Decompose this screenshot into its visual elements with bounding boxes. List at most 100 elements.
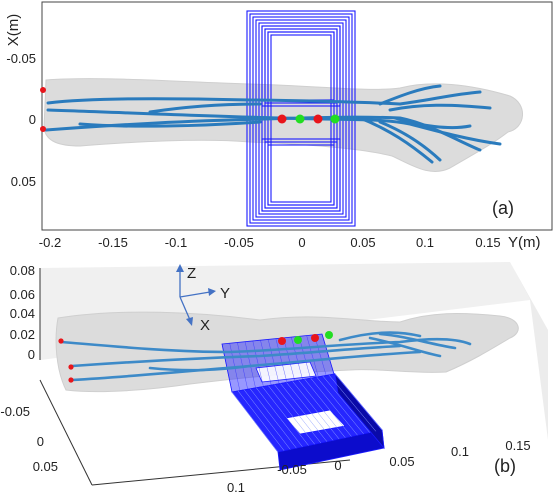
panel-a-y-axis-label: X(m) [5,14,22,47]
panel-a-y-axis: X(m) -0.05 0 0.05 [5,14,36,189]
marker-green [330,114,340,124]
coil-hatch-line [292,381,340,440]
panel-b-ztick: 0.08 [10,263,35,278]
coil-hatch-line [328,374,377,432]
vessel-path [393,116,472,130]
coil-hatch-line [283,337,296,381]
coil-hatch-line [304,379,352,437]
vessel-path [60,337,472,354]
panel-a-xtick: -0.2 [39,235,61,250]
panel-b: Z Y X 0.08 0.06 0.04 0.02 0 -0.05 0 0.05… [0,262,548,495]
vessel-path [378,84,442,106]
coil-hatch-line [231,391,279,453]
coil-hatch-line [274,384,322,444]
coil-hatch-line [237,390,285,451]
panel-a-xtick: 0.05 [350,235,375,250]
coil-inner-winding [267,144,335,206]
coil-hatch-line [290,337,303,380]
coil-hatch-line [321,333,335,375]
panel-b-left-axis-line [39,379,93,486]
panel-a-xtick: 0.1 [416,235,434,250]
coordinate-triad [176,264,216,326]
coil-hatch-line [262,386,309,446]
coil-hatch-line [322,375,370,433]
coil-hatch-line [249,388,297,449]
coil-hatch-line [310,378,358,436]
vessel-path [78,120,262,128]
coil-hatch-line [298,336,311,379]
panel-b-vessels [60,331,472,382]
panel-b-ytick: 0.15 [505,438,530,453]
coil-hatch-line [256,387,303,447]
panel-b-label: (b) [494,456,516,476]
marker-red [278,337,286,345]
panel-b-bottom-tick: -0.05 [277,462,307,477]
marker-red [58,338,64,344]
vessel-path [46,90,482,106]
marker-red [40,126,46,132]
panel-b-right-axis: 0.15 0.1 [451,438,531,459]
panel-b-xtick: 0 [37,434,44,449]
marker-red [68,364,74,370]
triad-y-label: Y [220,285,230,302]
panel-a-x-axis: -0.2 -0.15 -0.1 -0.05 0 0.05 0.1 0.15 Y(… [39,234,541,251]
panel-b-ztick: 0 [28,347,35,362]
panel-b-z-axis: 0.08 0.06 0.04 0.02 0 [10,263,35,362]
coil-hatch-line [260,340,272,386]
panel-a-xtick: 0 [298,235,305,250]
coil-hatch-line [316,377,364,435]
panel-a-markers [40,87,340,132]
coil-hatch-line [280,383,328,442]
panel-b-bottom-tick: 0.05 [389,454,414,469]
panel-b-ztick: 0.04 [10,306,35,321]
vessel-path [148,364,252,372]
panel-a-x-axis-label: Y(m) [508,234,541,251]
panel-b-right-plane [510,262,548,440]
coil-hatch-line [298,380,346,438]
panel-b-ztick: 0.06 [10,287,35,302]
vessel-path [148,102,262,114]
panel-b-coil [221,333,385,471]
panel-a-ytick: 0.05 [11,174,36,189]
vessel-path [358,116,434,164]
marker-red [277,114,287,124]
coil-inner-winding [261,138,341,212]
marker-red [311,334,319,342]
marker-red [40,87,46,93]
triad-z-label: Z [187,265,196,282]
panel-b-ztick: 0.02 [10,327,35,342]
marker-green [295,114,305,124]
vessel-path [388,103,492,112]
panel-b-xtick: -0.05 [0,404,30,419]
panel-a-xtick: -0.15 [98,235,128,250]
coil-hatch-line [267,339,280,384]
coil-hatch-line [334,373,383,431]
vessel-path [338,331,422,342]
coil-hatch-line [306,335,319,377]
panel-a-xtick: 0.15 [475,235,500,250]
panel-b-markers [58,331,333,383]
coil-hatch-line [286,382,334,441]
coil-inner-winding [264,141,338,209]
panel-b-bottom-axis: 0.1 -0.05 0 0.05 [227,454,415,495]
panel-b-xtick: 0.05 [33,459,58,474]
panel-b-bottom-tick: 0.1 [227,480,245,495]
panel-b-left-axis: -0.05 0 0.05 [0,404,58,474]
coil-hatch-line [268,385,315,445]
coil-hatch-line [275,338,288,383]
coil-hatch-line [252,340,264,387]
panel-b-ytick: 0.1 [451,444,469,459]
panel-a: X(m) -0.05 0 0.05 -0.2 -0.15 -0.1 -0.05 … [5,1,553,251]
coil-inner-winding [264,28,338,104]
panel-a-ytick: -0.05 [6,51,36,66]
triad-x-label: X [200,317,210,334]
panel-a-ytick: 0 [29,112,36,127]
panel-a-xtick: -0.05 [224,235,254,250]
vessel-path [378,332,457,350]
marker-red [68,377,74,383]
panel-a-label: (a) [492,198,514,218]
vessel-path [378,120,442,162]
marker-green [294,336,302,344]
panel-a-arm-silhouette [43,78,523,172]
coil-upper-window [255,361,317,383]
